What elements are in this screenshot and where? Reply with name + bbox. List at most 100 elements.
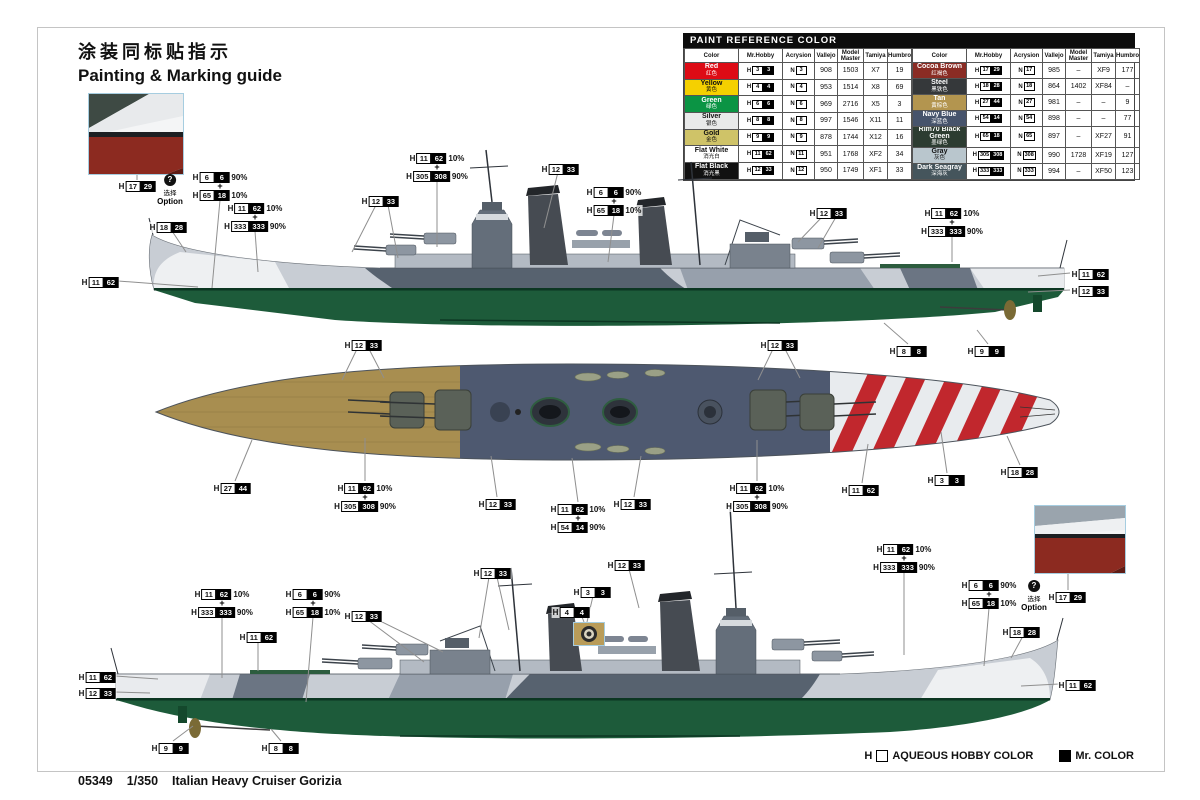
humbrol-cell: 11 (887, 111, 912, 130)
funnel-cap-sample-inset (573, 622, 605, 646)
humbrol-cell: – (1115, 78, 1140, 95)
plus-sign: + (575, 513, 581, 523)
model-master-cell: 2716 (837, 95, 864, 113)
humbrol-cell: 127 (1115, 146, 1140, 164)
tamiya-cell: XF50 (1091, 162, 1116, 180)
paint-table-title: PAINT REFERENCE COLOR (683, 33, 1135, 48)
vallejo-cell: 898 (1042, 110, 1066, 127)
column-header: Color (684, 48, 739, 63)
tamiya-cell: XF19 (1091, 146, 1116, 164)
model-master-cell: 1503 (837, 62, 864, 80)
vallejo-cell: 985 (1042, 62, 1066, 79)
tamiya-cell: XF9 (1091, 62, 1116, 79)
column-header: Color (912, 48, 967, 63)
humbrol-cell: 16 (887, 128, 912, 147)
plus-sign: + (219, 598, 225, 608)
column-header: Model Master (837, 48, 864, 63)
humbrol-cell: 3 (887, 95, 912, 113)
kit-number: 05349 (78, 774, 113, 788)
aqueous-prefix: H (864, 750, 873, 762)
model-master-cell: – (1065, 94, 1092, 111)
tamiya-cell: X12 (863, 128, 888, 147)
color-system-legend: H AQUEOUS HOBBY COLOR Mr. COLOR (864, 750, 1134, 762)
column-header: Acrysion (782, 48, 815, 63)
tamiya-cell: X11 (863, 111, 888, 130)
page-title-english: Painting & Marking guide (78, 66, 283, 85)
humbrol-cell: 9 (1115, 94, 1140, 111)
option-label: Option (1021, 603, 1047, 612)
humbrol-cell: 19 (887, 62, 912, 80)
plus-sign: + (362, 492, 368, 502)
tamiya-cell: XF27 (1091, 126, 1116, 148)
question-circle-icon: ? (164, 174, 176, 186)
vallejo-cell: 953 (814, 78, 838, 97)
black-box-icon (1059, 750, 1072, 762)
option-label: 选择 (163, 190, 177, 197)
